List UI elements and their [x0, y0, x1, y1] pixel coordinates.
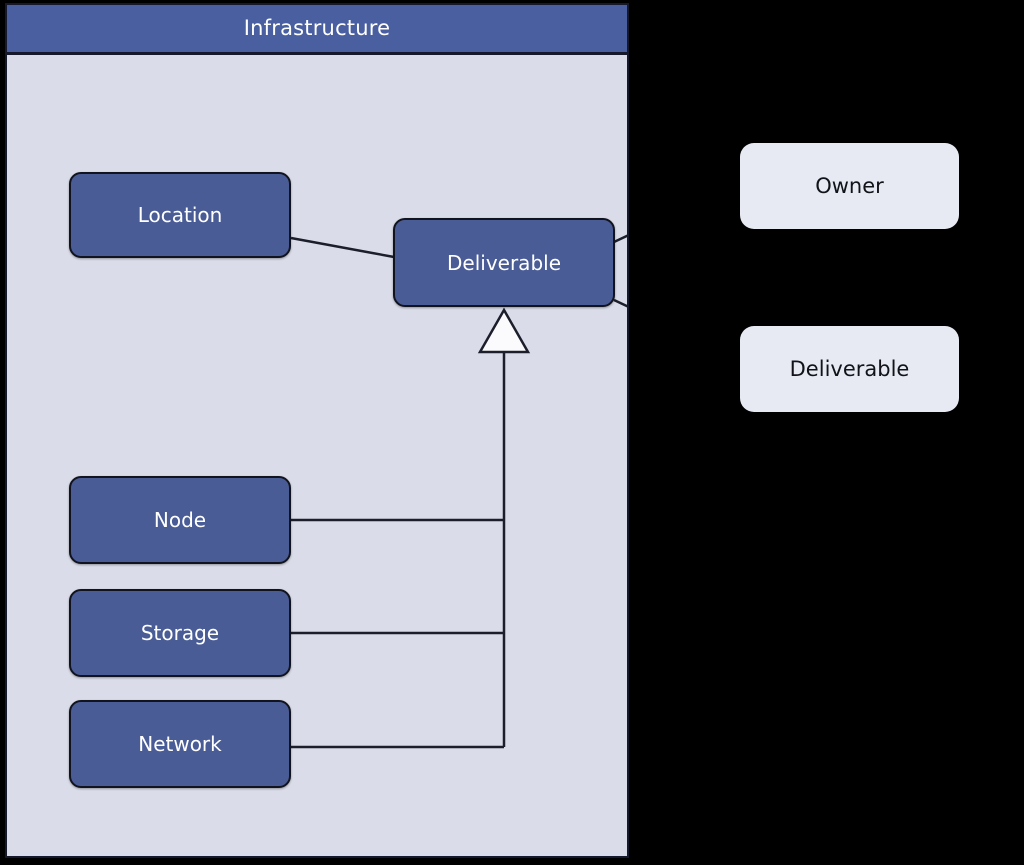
package-infrastructure[interactable]: Infrastructure	[5, 3, 629, 858]
class-label-storage: Storage	[140, 621, 220, 645]
class-label-deliverable: Deliverable	[447, 250, 561, 275]
package-body: Location Deliverable Node Storage Networ…	[7, 55, 627, 856]
class-label-location: Location	[137, 203, 223, 227]
class-box-owner[interactable]: Owner	[740, 143, 959, 229]
class-label-deliverable-external: Deliverable	[789, 356, 910, 381]
generalization-arrowhead	[477, 307, 531, 354]
class-label-owner: Owner	[815, 173, 884, 198]
class-label-network: Network	[138, 732, 222, 756]
class-box-node[interactable]: Node	[69, 476, 291, 564]
class-box-location[interactable]: Location	[69, 172, 291, 258]
class-box-deliverable-external[interactable]: Deliverable	[740, 326, 959, 412]
class-box-storage[interactable]: Storage	[69, 589, 291, 677]
association-deliverable-external	[613, 298, 627, 308]
class-box-network[interactable]: Network	[69, 700, 291, 788]
package-header: Infrastructure	[7, 5, 627, 55]
association-location-deliverable	[290, 236, 395, 259]
class-box-deliverable[interactable]: Deliverable	[393, 218, 615, 307]
class-label-node: Node	[153, 508, 207, 532]
association-deliverable-owner	[613, 234, 627, 244]
relationship-lines	[290, 234, 627, 749]
package-title: Infrastructure	[243, 16, 391, 40]
